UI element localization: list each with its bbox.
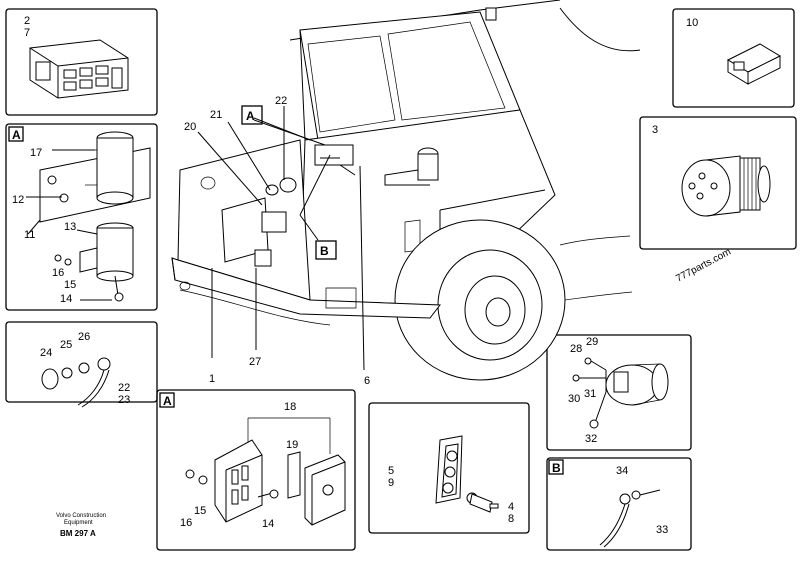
publisher-line-2: Equipment (64, 520, 93, 526)
ref-30: 30 (568, 393, 580, 405)
ref-12: 12 (12, 194, 24, 206)
ref-27: 27 (249, 356, 261, 368)
ref-13: 13 (64, 221, 76, 233)
panel-relay-a: A 17 12 13 11 16 15 14 (5, 123, 158, 311)
ref-17: 17 (30, 147, 42, 159)
alternator-part (572, 357, 669, 429)
panel-plug-3: 3 (639, 116, 797, 250)
ref-16: 16 (52, 267, 64, 279)
ref-15: 15 (194, 505, 206, 517)
ref-14: 14 (262, 518, 274, 530)
panel-cable-b: B 34 33 (546, 457, 692, 551)
ref-15: 15 (64, 279, 76, 291)
battery-cable (41, 357, 111, 408)
frame-letter-a-2: A (163, 394, 172, 408)
ref-24: 24 (40, 347, 52, 359)
drawing-code: BM 297 A (60, 529, 96, 538)
frame-letter-a: A (12, 128, 21, 142)
panel-switch: 5 9 4 8 (368, 402, 530, 534)
ref-23: 23 (118, 394, 130, 406)
ref-18: 18 (284, 401, 296, 413)
ref-32: 32 (585, 433, 597, 445)
ground-cable (599, 489, 661, 548)
ref-14: 14 (60, 293, 72, 305)
ref-4: 4 (508, 501, 514, 513)
ref-1: 1 (209, 373, 215, 385)
ref-34: 34 (616, 465, 628, 477)
ref-11: 11 (24, 229, 35, 241)
ref-20: 20 (184, 121, 196, 133)
ref-10: 10 (686, 17, 698, 29)
publisher-line-1: Volvo Construction (56, 513, 106, 519)
ref-33: 33 (656, 524, 668, 536)
solenoid (27, 219, 134, 302)
ref-9: 9 (388, 477, 394, 489)
ref-19: 19 (286, 439, 298, 451)
ref-25: 25 (60, 339, 72, 351)
ref-21: 21 (210, 109, 222, 121)
ref-22: 22 (275, 95, 287, 107)
spade-connector (726, 43, 782, 85)
panel-cable-22-23: 24 25 26 22 23 (5, 321, 158, 408)
panel-fusebox-a: A 18 19 16 15 14 (156, 389, 356, 551)
ref-29: 29 (586, 336, 598, 348)
ref-22: 22 (118, 382, 130, 394)
ref-26: 26 (78, 331, 90, 343)
ref-7: 7 (24, 27, 30, 39)
panel-connector-10: 10 (672, 8, 795, 108)
relay-bracket (26, 131, 151, 223)
ref-28: 28 (570, 343, 582, 355)
panel-connector-2-7: 2 7 (5, 8, 158, 116)
frame-letter-b: B (552, 461, 561, 475)
ref-16: 16 (180, 517, 192, 529)
ref-2: 2 (24, 15, 30, 27)
panel-alternator: 28 29 30 31 32 (546, 334, 692, 451)
round-plug (681, 155, 771, 217)
ref-6: 6 (364, 375, 370, 387)
switch-panel-part (435, 435, 499, 513)
ref-3: 3 (652, 124, 658, 136)
callout-b: B (320, 244, 329, 258)
ref-31: 31 (584, 388, 596, 400)
watermark: 777parts.com (674, 246, 733, 284)
ref-5: 5 (388, 465, 394, 477)
callout-a: A (246, 109, 255, 123)
ref-8: 8 (508, 513, 514, 525)
multi-pin-connector (29, 39, 129, 99)
fuse-block (185, 417, 346, 526)
wheel-loader-drawing: A B 20 21 22 1 27 6 (171, 0, 641, 387)
